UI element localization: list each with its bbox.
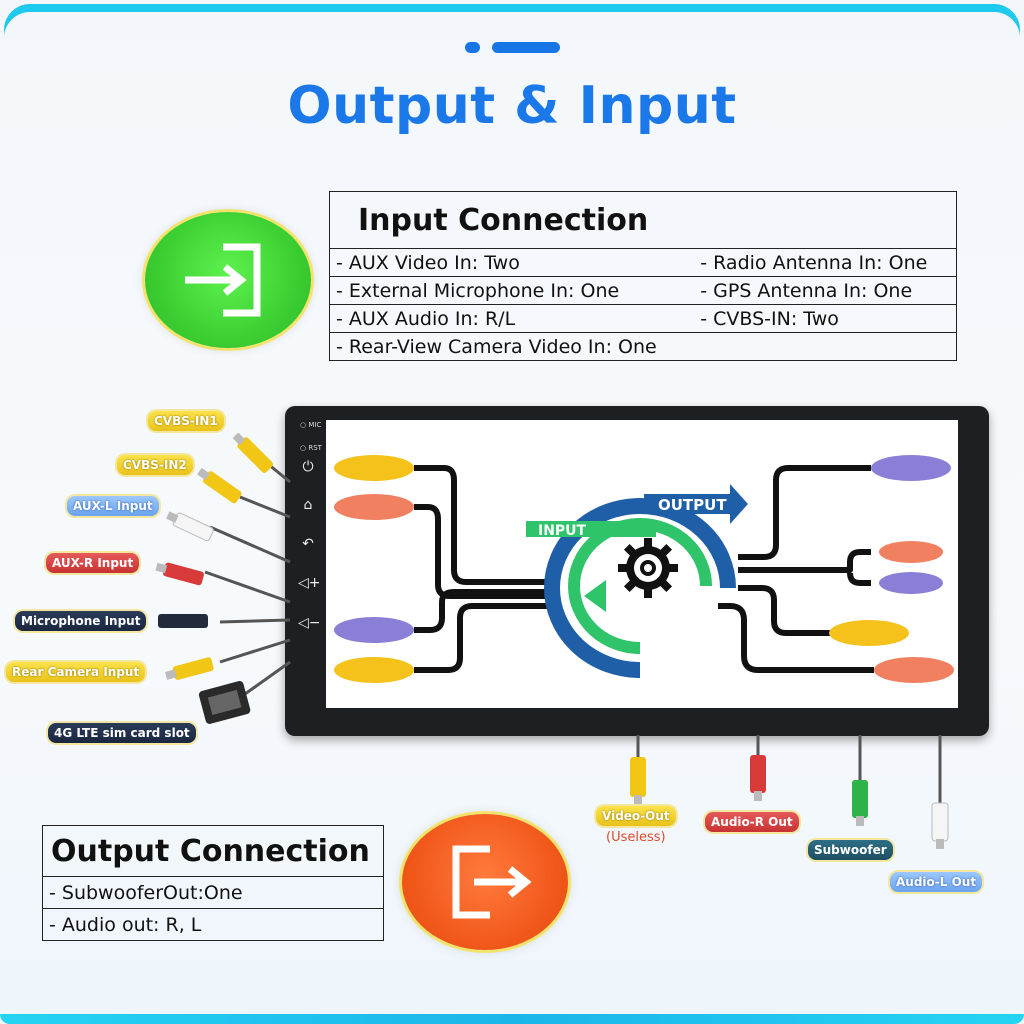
- input-spec-item: - External Microphone In: One: [329, 276, 695, 305]
- input-spec-item: - Radio Antenna In: One: [694, 248, 958, 277]
- login-arrow-icon: [185, 243, 261, 317]
- volume-up-icon[interactable]: ◁+: [298, 575, 321, 591]
- input-spec-item: - AUX Video In: Two: [329, 248, 695, 277]
- input-spec-item: - GPS Antenna In: One: [694, 276, 958, 305]
- connection-diagram: OUTPUT INPUT: [334, 455, 954, 683]
- sim-card-slot-label: 4G LTE sim card slot: [48, 723, 196, 743]
- gear-icon: [618, 538, 678, 598]
- reset-label: ○ RST: [300, 444, 322, 452]
- back-icon[interactable]: ↶: [302, 536, 314, 552]
- subwoofer-label: Subwoofer: [808, 840, 893, 860]
- power-icon[interactable]: ⏻: [302, 459, 314, 475]
- aux-r-input-label: AUX-R Input: [46, 553, 140, 573]
- screen-output-label: OUTPUT: [658, 496, 727, 514]
- page-title: Output & Input: [287, 76, 737, 136]
- input-spec-item: [694, 332, 958, 361]
- output-spec-item: - Audio out: R, L: [42, 908, 384, 941]
- output-connection-heading: Output Connection: [42, 825, 384, 877]
- cvbs-in1-label: CVBS-IN1: [148, 411, 224, 431]
- audio-r-out-label: Audio-R Out: [705, 812, 799, 832]
- input-spec-item: - AUX Audio In: R/L: [329, 304, 695, 333]
- video-out-note: (Useless): [606, 830, 666, 845]
- output-spec-item: - SubwooferOut:One: [42, 876, 384, 909]
- input-spec-item: - Rear-View Camera Video In: One: [329, 332, 695, 361]
- volume-down-icon[interactable]: ◁−: [298, 615, 321, 631]
- title-decoration-dash: [492, 42, 560, 53]
- title-decoration-dot: [465, 42, 480, 53]
- logout-arrow-icon: [452, 845, 532, 919]
- input-connection-heading: Input Connection: [329, 191, 957, 249]
- mic-label: ○ MIC: [300, 421, 322, 429]
- aux-l-input-label: AUX-L Input: [67, 496, 159, 516]
- left-cables: [155, 432, 291, 724]
- bottom-cables: [630, 735, 949, 849]
- input-connection-table: Input Connection - AUX Video In: Two- Ra…: [329, 191, 958, 361]
- video-out-label: Video-Out: [596, 806, 676, 826]
- input-spec-item: - CVBS-IN: Two: [694, 304, 958, 333]
- audio-l-out-label: Audio-L Out: [890, 872, 983, 892]
- microphone-input-label: Microphone Input: [15, 611, 147, 631]
- home-icon[interactable]: ⌂: [303, 497, 313, 513]
- bottom-accent-bar: [0, 1014, 1024, 1024]
- output-connection-table: Output Connection - SubwooferOut:One - A…: [42, 825, 384, 941]
- cvbs-in2-label: CVBS-IN2: [117, 455, 193, 475]
- input-badge: [145, 212, 311, 348]
- rear-camera-input-label: Rear Camera Input: [6, 662, 146, 682]
- output-badge: [402, 814, 568, 950]
- screen-input-label: INPUT: [538, 523, 587, 539]
